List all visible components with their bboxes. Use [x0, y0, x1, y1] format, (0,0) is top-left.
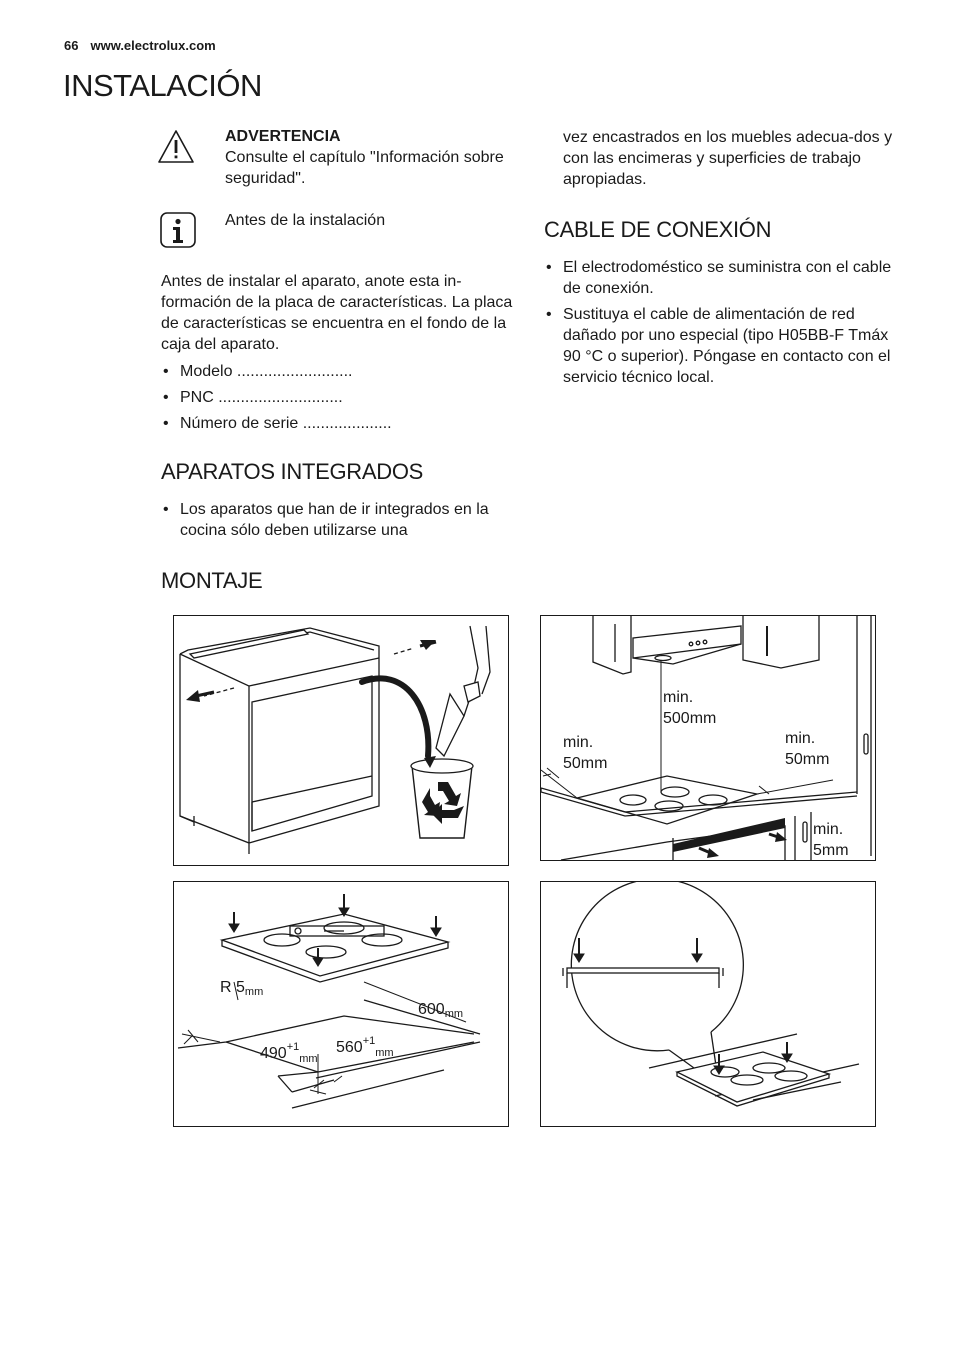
info-note: Antes de la instalación: [225, 212, 386, 229]
cable-list: El electrodoméstico se suministra con el…: [544, 257, 900, 393]
left-clearance-label: 50mm: [563, 755, 607, 772]
recycle-icon: [422, 782, 464, 824]
warning-text: Consulte el capítulo "Información sobre …: [225, 149, 504, 187]
page-title: INSTALACIÓN: [63, 68, 262, 103]
integrated-list: Los aparatos que han de ir integrados en…: [161, 499, 506, 546]
integrated-continuation: vez encastrados en los muebles adecua-do…: [563, 129, 893, 188]
figure-seal-detail: [540, 881, 876, 1127]
list-item: Modelo ..........................: [161, 361, 513, 382]
intro-list: Modelo .......................... PNC ..…: [161, 361, 513, 439]
website-link[interactable]: www.electrolux.com: [90, 38, 216, 53]
figure-cabinet-preparation: [173, 615, 509, 866]
list-item: PNC ............................: [161, 387, 513, 408]
right-min-label: min.: [785, 730, 815, 747]
cable-heading: CABLE DE CONEXIÓN: [544, 217, 772, 242]
montaje-heading: MONTAJE: [161, 568, 263, 593]
top-clearance-label: 500mm: [663, 710, 716, 727]
depth-label: 490+1mm: [260, 1041, 318, 1065]
left-min-label: min.: [563, 734, 593, 751]
warning-block: ADVERTENCIA Consulte el capítulo "Inform…: [225, 126, 515, 189]
page-number: 66: [64, 38, 79, 53]
list-item: Los aparatos que han de ir integrados en…: [161, 499, 506, 541]
list-item: Sustituya el cable de alimentación de re…: [544, 304, 900, 388]
total-width-label: 600mm: [418, 1001, 463, 1020]
cutout-illustration: R 5mm 600mm 490+1mm 560+1mm: [177, 894, 481, 1109]
list-item: Número de serie ....................: [161, 413, 513, 434]
right-clearance-label: 50mm: [785, 751, 829, 768]
warning-heading: ADVERTENCIA: [225, 128, 341, 145]
info-icon: [160, 212, 196, 253]
list-item: El electrodoméstico se suministra con el…: [544, 257, 900, 299]
figure-clearances: min. 500mm min. 50mm min. 50mm min. 5mm: [540, 615, 876, 861]
bottom-clearance-label: 5mm: [813, 842, 849, 859]
cutout-width-label: 560+1mm: [336, 1035, 394, 1059]
radius-label: R 5mm: [220, 979, 263, 998]
warning-triangle-icon: [157, 129, 195, 170]
page-header: 66 www.electrolux.com: [64, 38, 216, 53]
seal-detail-illustration: [562, 882, 860, 1107]
cabinet-illustration: [179, 625, 491, 854]
intro-paragraph: Antes de instalar el aparato, anote esta…: [161, 273, 513, 353]
top-min-label: min.: [663, 689, 693, 706]
clearance-illustration: min. 500mm min. 50mm min. 50mm min. 5mm: [541, 616, 872, 860]
figure-cutout-dimensions: R 5mm 600mm 490+1mm 560+1mm: [173, 881, 509, 1127]
bottom-min-label: min.: [813, 821, 843, 838]
integrated-heading: APARATOS INTEGRADOS: [161, 459, 424, 484]
